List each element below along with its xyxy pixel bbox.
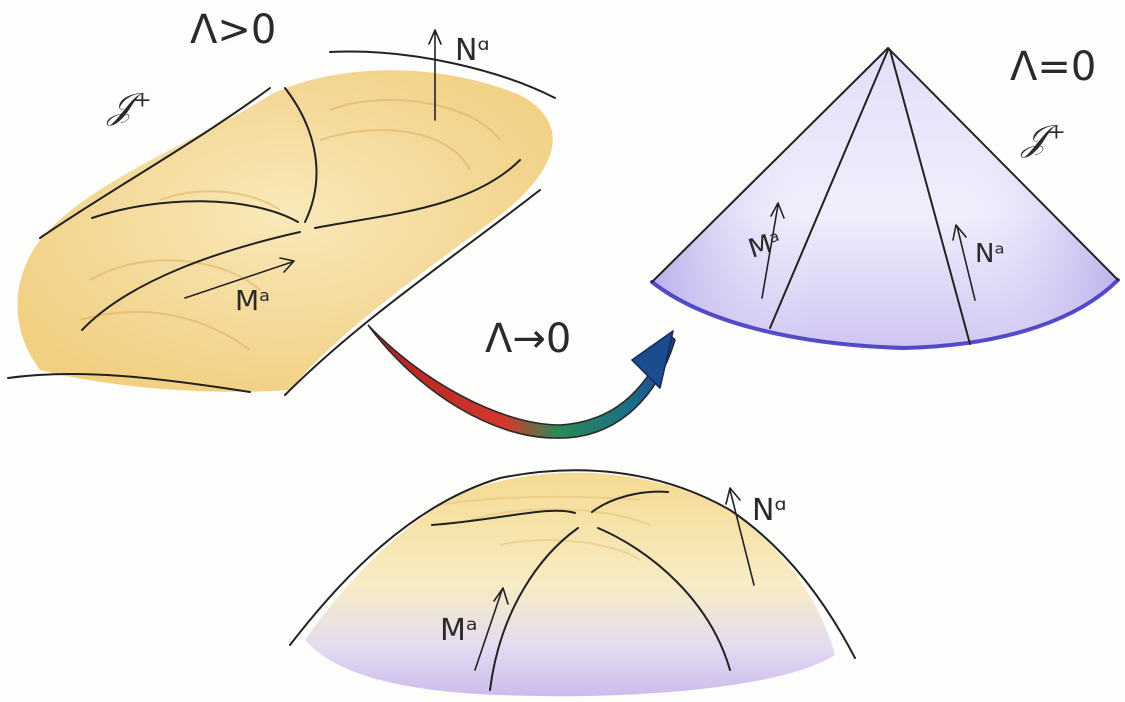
inter-N-arrow: [725, 487, 755, 586]
ds-top-edge: [39, 87, 271, 239]
flat-scri-label: 𝒥⁺: [1020, 118, 1066, 159]
ds-M-label: Mᵃ: [235, 284, 270, 317]
ds-surface-wash: [17, 70, 553, 392]
ds-N-label: Nᵅ: [455, 33, 490, 68]
ds-N-arrow: [428, 29, 442, 121]
ds-bottom-right-edge: [284, 189, 541, 396]
inter-null-left: [489, 527, 579, 691]
flat-generator-left: [769, 49, 889, 329]
inter-outline: [289, 469, 856, 659]
intermediate-panel: Nᵅ Mᵃ: [289, 469, 856, 697]
flat-generator-right: [889, 49, 971, 345]
ds-horizon-lower: [81, 231, 301, 331]
flat-cone-rim: [650, 278, 1120, 351]
flat-N-label: Nᵃ: [975, 239, 1005, 269]
flat-cone-left-edge: [651, 47, 889, 283]
inter-N-label: Nᵅ: [752, 493, 787, 528]
ds-scri-label: 𝒥⁺: [106, 86, 152, 127]
ds-top-right-edge: [329, 50, 556, 99]
limit-arrow: Λ→0: [367, 316, 676, 439]
inter-M-label: Mᵃ: [440, 613, 478, 648]
flat-N-arrow: [952, 224, 976, 301]
ds-lambda-label: Λ>0: [190, 7, 276, 53]
inter-M-arrow: [474, 587, 509, 671]
ds-horizon-upper: [284, 87, 318, 223]
inter-horizon-right: [591, 490, 669, 513]
limit-arrow-body: [367, 324, 676, 439]
ds-horizon-left: [91, 200, 299, 223]
inter-null-right: [597, 527, 731, 671]
ds-panel: Λ>0 𝒥⁺ Nᵅ Mᵃ: [7, 7, 556, 396]
ds-horizon-right: [314, 159, 521, 229]
ds-bottom-edge: [7, 372, 251, 393]
flat-cone-right-edge: [887, 47, 1119, 281]
flat-cone-shading: [652, 48, 1118, 348]
flat-panel: Λ=0 𝒥⁺ Mᵃ Nᵃ: [650, 44, 1120, 351]
ds-M-arrow: [184, 257, 295, 299]
inter-surface-wash: [305, 472, 835, 697]
limit-arrow-head: [631, 330, 674, 389]
inter-horizon-left: [431, 509, 576, 526]
flat-lambda-label: Λ=0: [1010, 44, 1096, 90]
flat-M-arrow: [761, 202, 785, 299]
limit-arrow-label: Λ→0: [485, 316, 571, 362]
